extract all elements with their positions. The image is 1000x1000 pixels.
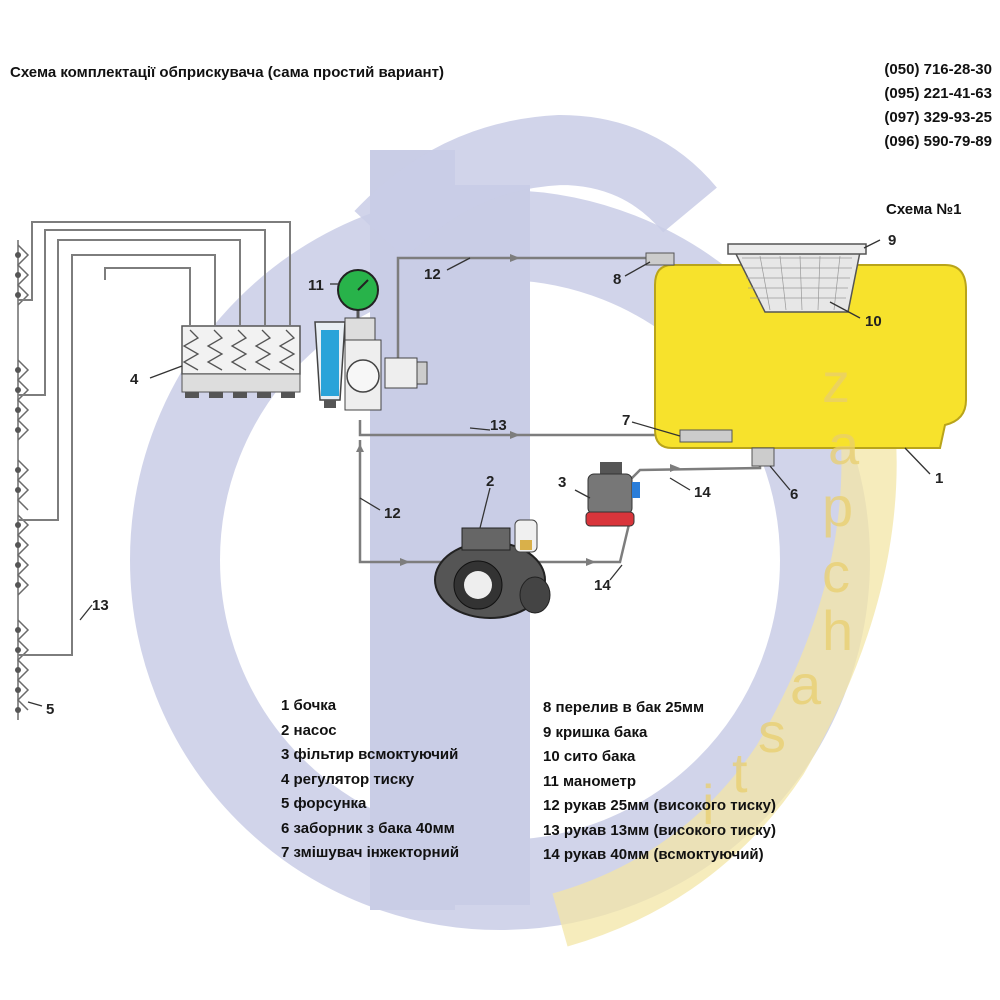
callout-6: 6 [790,486,798,503]
callout-leaders [27,239,931,707]
legend-item: 8 перелив в бак 25мм [543,699,705,716]
watermark-letter: s [758,701,786,764]
callout-11: 11 [308,277,324,294]
watermark-letter: c [822,541,850,604]
callout-7: 7 [622,412,630,429]
legend-item: 4 регулятор тиску [281,770,415,788]
legend-item: 14 рукав 40мм (всмоктуючий) [543,846,764,863]
callout-10: 10 [865,313,882,330]
callout-12-top: 12 [424,266,441,283]
legend-item: 10 сито бака [543,748,636,765]
legend-item: 13 рукав 13мм (високого тиску) [543,821,776,839]
callout-numbers: 4 11 12 8 9 10 7 13 6 1 12 2 3 14 14 13 … [46,232,943,718]
pressure-regulator [181,325,301,398]
phone-number[interactable]: (097) 329-93-25 [884,109,992,126]
nozzles [15,252,21,713]
legend-item: 2 насос [281,721,337,739]
legend-item: 6 заборник з бака 40мм [281,819,455,837]
watermark-letter: t [732,741,748,804]
callout-12-bottom: 12 [384,505,401,522]
phone-list: (050) 716-28-30 (095) 221-41-63 (097) 32… [884,58,992,154]
legend-right: 8 перелив в бак 25мм 9 кришка бака 10 си… [543,696,776,868]
phone-number[interactable]: (096) 590-79-89 [884,133,992,150]
callout-1: 1 [935,470,943,487]
phone-number[interactable]: (050) 716-28-30 [884,61,992,78]
callout-2: 2 [486,473,494,490]
scheme-label: Схема №1 [886,201,962,218]
legend-item: 1 бочка [281,697,337,714]
callout-14-right: 14 [694,484,711,501]
legend-item: 3 фільтир всмоктуючий [281,746,459,763]
legend-left: 1 бочка 2 насос 3 фільтир всмоктуючий 4 … [281,694,459,866]
pump [434,519,551,619]
legend-item: 9 кришка бака [543,723,648,741]
spray-boom [16,240,30,720]
logo-watermark [130,114,870,930]
watermark-letter: a [828,413,860,476]
hoses-main [358,256,762,564]
legend-item: 12 рукав 25мм (високого тиску) [543,797,776,814]
callout-4: 4 [130,371,139,388]
flow-arrows [356,254,680,566]
line-filter [314,321,346,408]
suction-filter [585,462,640,527]
legend-item: 7 змішувач інжекторний [281,844,460,861]
watermark-letter: i [702,773,715,836]
watermark-letter: z [822,351,850,414]
watermark-letter: h [822,599,854,662]
manometer [337,269,379,330]
hoses-13mm [18,221,291,656]
watermark-letter: p [822,475,854,538]
legend-item: 11 манометр [543,772,637,790]
callout-9: 9 [888,232,896,249]
callout-13-left: 13 [92,597,109,614]
distributor-valve [344,317,428,411]
callout-13-mid: 13 [490,417,507,434]
page-title: Схема комплектації обприскувача (сама пр… [10,64,444,81]
callout-3: 3 [558,474,566,491]
callout-8: 8 [613,271,621,288]
legend-item: 5 форсунка [281,795,367,812]
watermark-letter: a [790,653,822,716]
tank [645,243,967,467]
callout-5: 5 [46,701,54,718]
phone-number[interactable]: (095) 221-41-63 [884,85,992,102]
callout-14-bottom: 14 [594,577,611,594]
